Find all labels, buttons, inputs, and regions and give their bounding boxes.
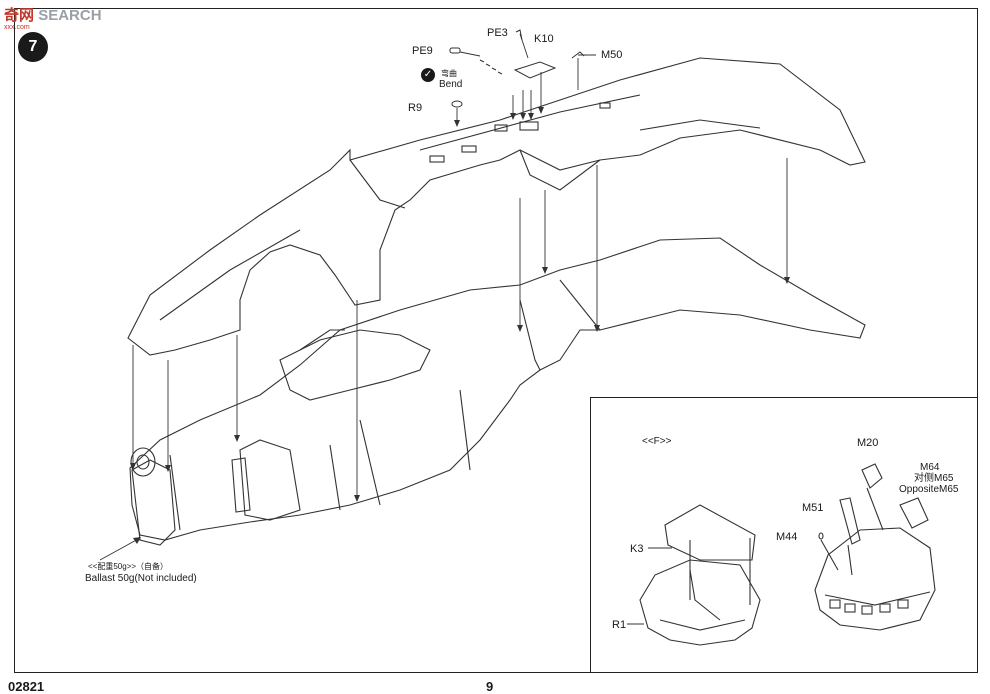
ballast-note-cn: <<配重50g>>（自备） [88,562,169,571]
inset-cowling-left [639,559,761,646]
callout-m51: M51 [802,502,824,514]
page-border [14,8,978,673]
logo-char-2: 网 [19,7,35,24]
callout-r1: R1 [612,619,627,631]
callout-pe9: PE9 [412,45,433,57]
watermark-logo: 奇网 SEARCH [4,4,102,25]
bend-label-en: Bend [439,79,463,90]
kit-number: 02821 [8,679,45,694]
callout-pe3: PE3 [487,27,508,39]
callout-m65-cn: 对侧M65 [914,473,954,484]
step-number-badge: 7 [18,32,48,62]
callout-m65-en: OppositeM65 [899,484,959,495]
callout-m50: M50 [601,49,623,61]
upper-wing-outline [127,57,866,356]
callout-k3: K3 [630,543,644,555]
callout-m20: M20 [857,437,879,449]
inset-title: <<F>> [642,436,672,447]
bend-icon: ✓ [421,68,435,82]
bend-label-cn: 弯曲 [441,69,457,78]
callout-k10: K10 [534,33,554,45]
callout-r9: R9 [408,102,423,114]
logo-char-1: 奇 [4,7,20,24]
page-number: 9 [486,679,494,694]
callout-m44: M44 [776,531,798,543]
callout-m64: M64 [920,462,940,473]
watermark-url: xxx.com [4,24,30,31]
logo-word: SEARCH [38,7,102,24]
lower-fuselage-outline [129,237,866,541]
detail-inset-f [590,397,978,673]
inset-cowling-right [814,527,936,631]
ballast-note-en: Ballast 50g(Not included) [85,573,197,584]
